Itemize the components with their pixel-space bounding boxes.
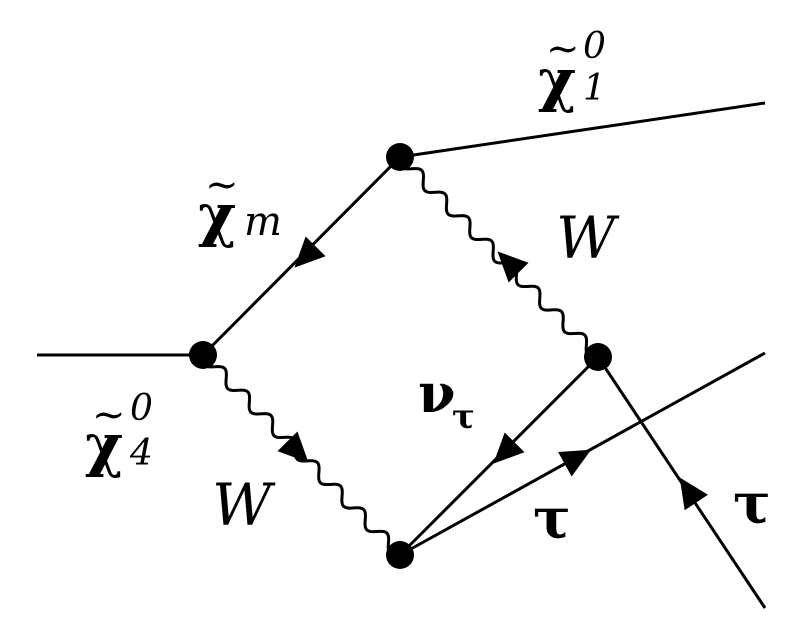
nu-subscript: τ bbox=[452, 397, 475, 437]
chi4-symbol: χ bbox=[85, 411, 123, 479]
chi1-subscript: 1 bbox=[583, 68, 606, 109]
chim-tilde: ~ bbox=[205, 162, 239, 208]
chi1-superscript: 0 bbox=[583, 26, 606, 67]
vertex-top bbox=[386, 143, 414, 171]
label-tau-right: τ bbox=[733, 471, 771, 537]
w-boson-upper-wavy-line bbox=[398, 156, 599, 359]
chi4-subscript: 4 bbox=[129, 433, 153, 474]
label-nu-tau: ν τ bbox=[418, 361, 475, 437]
nu-tau-arrow bbox=[493, 432, 525, 464]
label-chi1-0: χ ~ 0 1 bbox=[538, 26, 606, 114]
nu-symbol: ν bbox=[418, 361, 455, 425]
tau-incoming-arrow bbox=[679, 477, 708, 511]
vertex-right bbox=[584, 343, 612, 371]
outgoing-chi1-line bbox=[399, 101, 766, 159]
chi1-symbol: χ bbox=[538, 46, 576, 114]
label-tau-middle: τ bbox=[533, 486, 571, 552]
vertex-left bbox=[189, 341, 217, 369]
chi4-tilde: ~ bbox=[92, 392, 126, 438]
chi4-superscript: 0 bbox=[130, 388, 153, 429]
w-upper-arrow bbox=[497, 251, 529, 283]
label-w-upper: W bbox=[556, 204, 620, 272]
label-chi4-0: χ ~ 0 4 bbox=[85, 388, 153, 479]
w-boson-lower-wavy-line bbox=[201, 354, 401, 557]
w-lower-arrow bbox=[277, 431, 309, 463]
tau-outgoing-arrow bbox=[558, 449, 592, 477]
chim-subscript: m bbox=[244, 199, 282, 245]
chim-arrow bbox=[294, 236, 326, 268]
propagator-arrows bbox=[277, 236, 708, 511]
vertex-bottom bbox=[386, 541, 414, 569]
chi1-tilde: ~ bbox=[546, 26, 580, 72]
label-w-lower: W bbox=[212, 471, 276, 539]
chim-symbol: χ bbox=[198, 181, 236, 249]
label-chi-m: χ ~ m bbox=[198, 162, 282, 249]
